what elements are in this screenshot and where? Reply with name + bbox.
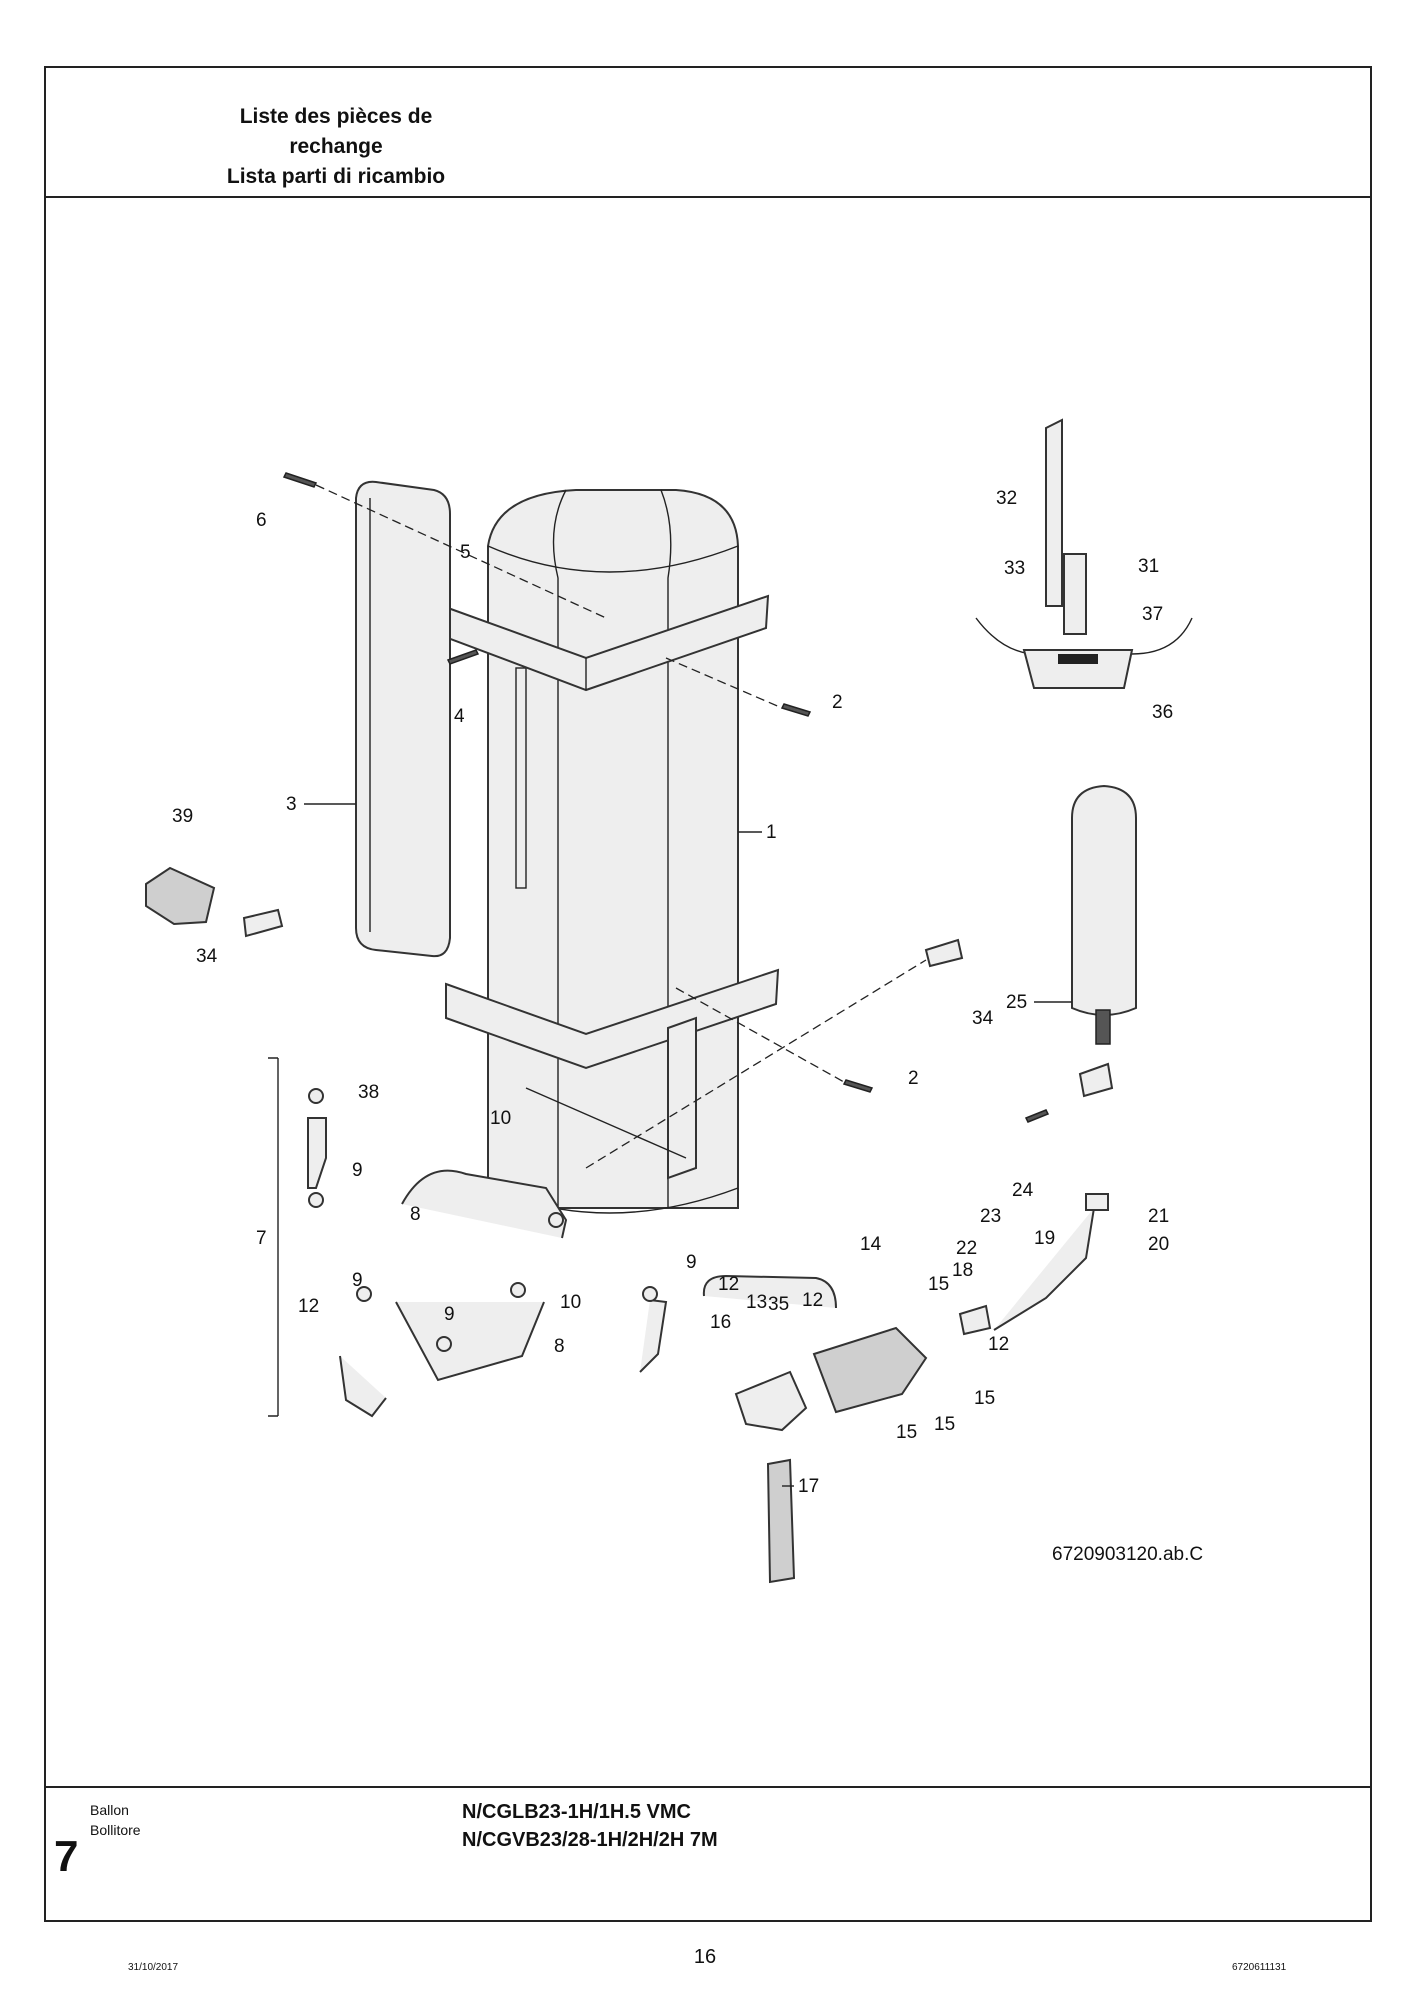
title-italian: Lista parti di ricambio bbox=[226, 165, 446, 188]
exploded-diagram-area: 1 2 2 3 4 5 6 7 8 8 9 9 9 9 10 10 12 12 bbox=[46, 198, 1370, 1786]
screw-6 bbox=[282, 472, 318, 488]
callout-9b: 9 bbox=[352, 1270, 363, 1291]
callout-20: 20 bbox=[1148, 1234, 1169, 1255]
callout-2-lower: 2 bbox=[908, 1068, 919, 1089]
section-name-italian: Bollitore bbox=[90, 1822, 141, 1838]
callout-34a: 34 bbox=[196, 946, 218, 967]
footer-box: Ballon Bollitore 7 N/CGLB23-1H/1H.5 VMC … bbox=[46, 1786, 1370, 1922]
model-names: N/CGLB23-1H/1H.5 VMC N/CGVB23/28-1H/2H/2… bbox=[462, 1798, 718, 1854]
callout-5: 5 bbox=[460, 542, 471, 563]
callout-15b: 15 bbox=[974, 1388, 995, 1409]
callout-9a: 9 bbox=[352, 1160, 363, 1181]
callout-14: 14 bbox=[860, 1234, 882, 1255]
model-line-1: N/CGLB23-1H/1H.5 VMC bbox=[462, 1801, 691, 1823]
callout-37: 37 bbox=[1142, 604, 1163, 625]
callout-39: 39 bbox=[172, 806, 193, 827]
header: Liste des pièces de rechange Lista parti… bbox=[46, 68, 1370, 198]
callout-32: 32 bbox=[996, 488, 1017, 509]
section-name: Ballon Bollitore bbox=[90, 1800, 141, 1840]
callout-1: 1 bbox=[766, 822, 777, 843]
exploded-view-diagram: 1 2 2 3 4 5 6 7 8 8 9 9 9 9 10 10 12 12 bbox=[145, 418, 1203, 1584]
callout-17: 17 bbox=[798, 1476, 819, 1497]
callout-6: 6 bbox=[256, 510, 267, 531]
callout-19: 19 bbox=[1034, 1228, 1055, 1249]
callout-22: 22 bbox=[956, 1238, 977, 1259]
figure-reference: 6720903120.ab.C bbox=[1052, 1544, 1203, 1565]
callout-12d: 12 bbox=[988, 1334, 1009, 1355]
cap-39 bbox=[145, 866, 216, 926]
page-number: 16 bbox=[693, 1946, 717, 1968]
callout-25: 25 bbox=[1006, 992, 1027, 1013]
callout-2-upper: 2 bbox=[832, 692, 843, 713]
callout-15a: 15 bbox=[928, 1274, 949, 1295]
callout-7: 7 bbox=[256, 1228, 267, 1249]
anode-detail bbox=[975, 418, 1193, 689]
callout-31: 31 bbox=[1138, 556, 1159, 577]
lower-bracket bbox=[445, 968, 780, 1180]
callout-23: 23 bbox=[980, 1206, 1001, 1227]
callout-13: 13 bbox=[746, 1292, 767, 1313]
callout-3: 3 bbox=[286, 794, 297, 815]
screw-4 bbox=[446, 649, 480, 665]
section-number: 7 bbox=[54, 1832, 79, 1881]
callout-10a: 10 bbox=[490, 1108, 511, 1129]
callout-35: 35 bbox=[768, 1294, 789, 1315]
callout-8b: 8 bbox=[554, 1336, 565, 1357]
callout-21: 21 bbox=[1148, 1206, 1169, 1227]
callout-labels: 1 2 2 3 4 5 6 7 8 8 9 9 9 9 10 10 12 12 bbox=[172, 488, 1173, 1497]
valve-assembly bbox=[702, 1062, 1114, 1584]
document-number: 6720611131 bbox=[1232, 1962, 1287, 1973]
screw-2-lower bbox=[842, 1079, 874, 1093]
callout-34b: 34 bbox=[972, 1008, 994, 1029]
page-title: Liste des pièces de rechange Lista parti… bbox=[206, 102, 466, 192]
section-name-french: Ballon bbox=[90, 1802, 129, 1818]
callout-18: 18 bbox=[952, 1260, 973, 1281]
callout-12b: 12 bbox=[718, 1274, 739, 1295]
callout-15c: 15 bbox=[934, 1414, 955, 1435]
model-line-2: N/CGVB23/28-1H/2H/2H 7M bbox=[462, 1829, 718, 1851]
clip-34-left bbox=[242, 908, 284, 938]
callout-15d: 15 bbox=[896, 1422, 917, 1443]
callout-9c: 9 bbox=[444, 1304, 455, 1325]
page-frame: Liste des pièces de rechange Lista parti… bbox=[44, 66, 1372, 1922]
callout-8a: 8 bbox=[410, 1204, 421, 1225]
callout-16: 16 bbox=[710, 1312, 731, 1333]
clip-34-right bbox=[924, 938, 964, 968]
callout-12a: 12 bbox=[298, 1296, 319, 1317]
callout-12c: 12 bbox=[802, 1290, 823, 1311]
callout-4: 4 bbox=[454, 706, 465, 727]
anode-25 bbox=[1071, 784, 1137, 1045]
callout-33: 33 bbox=[1004, 558, 1025, 579]
callout-38: 38 bbox=[358, 1082, 379, 1103]
callout-9d: 9 bbox=[686, 1252, 697, 1273]
callout-36: 36 bbox=[1152, 702, 1173, 723]
callout-24: 24 bbox=[1012, 1180, 1034, 1201]
tank bbox=[487, 489, 739, 1214]
pipe-kit-7 bbox=[268, 1057, 668, 1418]
expansion-vessel bbox=[355, 480, 451, 958]
callout-10b: 10 bbox=[560, 1292, 581, 1313]
print-date: 31/10/2017 bbox=[128, 1962, 179, 1973]
screw-2-upper bbox=[780, 703, 812, 717]
title-french: Liste des pièces de rechange bbox=[239, 105, 433, 158]
